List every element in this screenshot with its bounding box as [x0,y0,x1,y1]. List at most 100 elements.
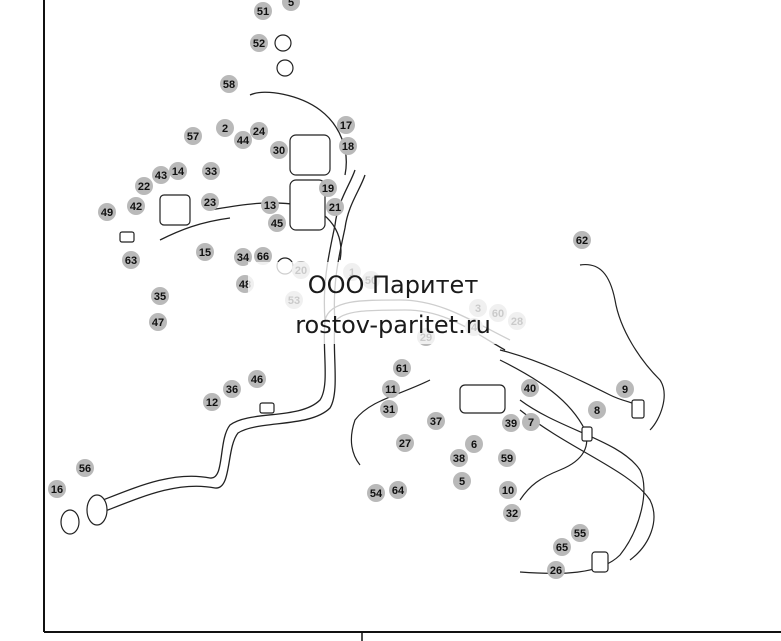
callout-bubble [196,243,214,261]
callout-5: 5 [282,0,300,11]
callout-label: 17 [340,120,352,132]
callout-bubble [282,0,300,11]
callout-bubble [498,449,516,467]
callout-label: 44 [237,135,250,147]
callout-label: 22 [138,181,150,193]
callout-bubble [169,162,187,180]
callout-bubble [216,119,234,137]
callout-label: 14 [172,166,185,178]
callout-label: 13 [264,200,276,212]
callout-label: 47 [152,317,164,329]
callout-bubble [326,198,344,216]
callout-label: 8 [594,405,600,417]
callout-23: 23 [201,193,219,211]
callout-label: 33 [205,166,217,178]
connector-16 [60,509,80,535]
callout-bubble [319,179,337,197]
callout-bubble [573,231,591,249]
callout-45: 45 [268,214,286,232]
watermark: ООО Паритет rostov-paritet.ru [248,262,538,344]
callout-label: 51 [257,6,269,18]
relay-cluster-lower [289,179,326,231]
callout-bubble [234,248,252,266]
callout-bubble [465,435,483,453]
callout-bubble [184,127,202,145]
callout-10: 10 [499,481,517,499]
ring-52 [276,59,294,77]
callout-bubble [522,413,540,431]
callout-34: 34 [234,248,252,266]
callout-bubble [202,162,220,180]
callout-label: 42 [130,201,142,213]
callout-bubble [503,504,521,522]
watermark-url: rostov-paritet.ru [295,311,491,339]
callout-bubble [616,380,634,398]
callout-bubble [268,214,286,232]
callout-46: 46 [248,370,266,388]
callout-bubble [152,166,170,184]
callout-label: 23 [204,197,216,209]
callout-8: 8 [588,401,606,419]
callout-bubble [254,247,272,265]
callout-26: 26 [547,561,565,579]
callout-label: 46 [251,374,263,386]
callout-62: 62 [573,231,591,249]
callout-bubble [135,177,153,195]
callout-bubble [450,449,468,467]
callout-bubble [76,459,94,477]
callout-bubble [201,193,219,211]
callout-64: 64 [389,481,407,499]
callout-label: 5 [288,0,294,9]
callout-2: 2 [216,119,234,137]
callout-label: 39 [505,418,517,430]
callout-label: 11 [385,384,397,396]
callout-bubble [502,414,520,432]
callout-bubble [203,393,221,411]
plug-49 [119,231,135,243]
callout-13: 13 [261,196,279,214]
callout-label: 45 [271,218,283,230]
callout-bubble [396,434,414,452]
callout-37: 37 [427,412,445,430]
callout-38: 38 [450,449,468,467]
callout-bubble [48,480,66,498]
callout-55: 55 [571,524,589,542]
callout-18: 18 [339,137,357,155]
callout-42: 42 [127,197,145,215]
callout-27: 27 [396,434,414,452]
callout-44: 44 [234,131,252,149]
callout-bubble [223,380,241,398]
callout-57: 57 [184,127,202,145]
callout-22: 22 [135,177,153,195]
connector-56 [86,494,108,526]
callout-label: 5 [459,476,465,488]
callout-label: 34 [237,252,250,264]
callout-17: 17 [337,116,355,134]
callout-label: 54 [370,488,383,500]
callout-label: 31 [383,404,395,416]
callout-51: 51 [254,2,272,20]
callout-bubble [382,380,400,398]
callout-12: 12 [203,393,221,411]
clip-65 [591,551,609,573]
callout-label: 62 [576,235,588,247]
callout-65: 65 [553,538,571,556]
callout-bubble [122,251,140,269]
callout-bubble [270,141,288,159]
callout-bubble [261,196,279,214]
callout-label: 6 [471,439,477,451]
callout-label: 19 [322,183,334,195]
callout-21: 21 [326,198,344,216]
callout-label: 12 [206,397,218,409]
callout-49: 49 [98,203,116,221]
callout-52: 52 [250,34,268,52]
callout-label: 40 [524,383,536,395]
callout-label: 56 [79,463,91,475]
callout-bubble [149,313,167,331]
callout-label: 55 [574,528,586,540]
callout-30: 30 [270,141,288,159]
callout-label: 10 [502,485,514,497]
callout-label: 43 [155,170,167,182]
callout-15: 15 [196,243,214,261]
callout-bubble [547,561,565,579]
